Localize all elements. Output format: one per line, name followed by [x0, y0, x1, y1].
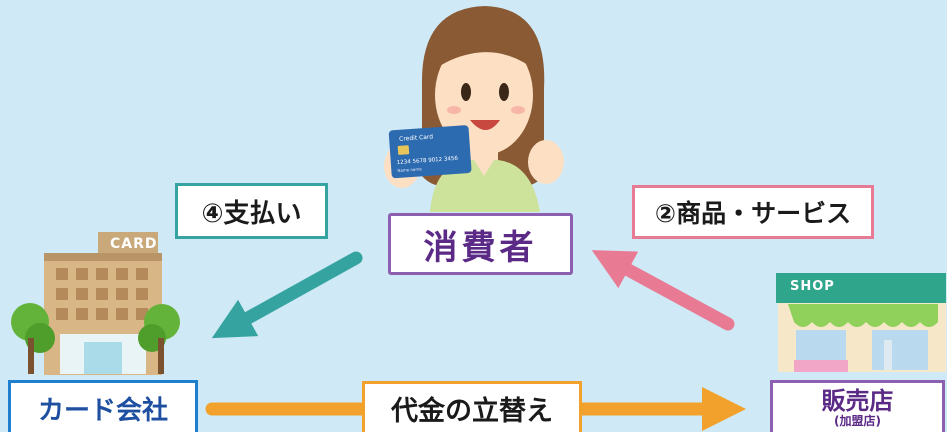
credit-card-icon: Credit Card 1234 5678 9012 3456 Name nam…: [388, 125, 472, 179]
payment-label: ④支払い: [175, 183, 328, 239]
payment-arrow: [211, 251, 363, 339]
shop-subtitle: (加盟店): [834, 414, 881, 428]
card-company-building-icon: [11, 232, 180, 375]
credit-card-holder: Name name: [397, 166, 422, 173]
shop-icon: [776, 273, 946, 372]
building-sign: CARD: [110, 236, 158, 252]
consumer-node: 消費者: [388, 213, 573, 275]
shop-name: 販売店: [821, 387, 894, 415]
card-company-node: カード会社: [8, 380, 198, 432]
advance-payment-label: 代金の立替え: [362, 381, 582, 432]
shop-node: 販売店 (加盟店): [770, 380, 945, 432]
goods-arrow: [591, 250, 735, 331]
credit-card-number: 1234 5678 9012 3456: [397, 156, 459, 166]
shop-sign: SHOP: [790, 279, 835, 294]
consumer-illustration: [384, 6, 564, 212]
goods-services-label: ②商品・サービス: [632, 185, 874, 239]
credit-card-title: Credit Card: [399, 133, 434, 142]
